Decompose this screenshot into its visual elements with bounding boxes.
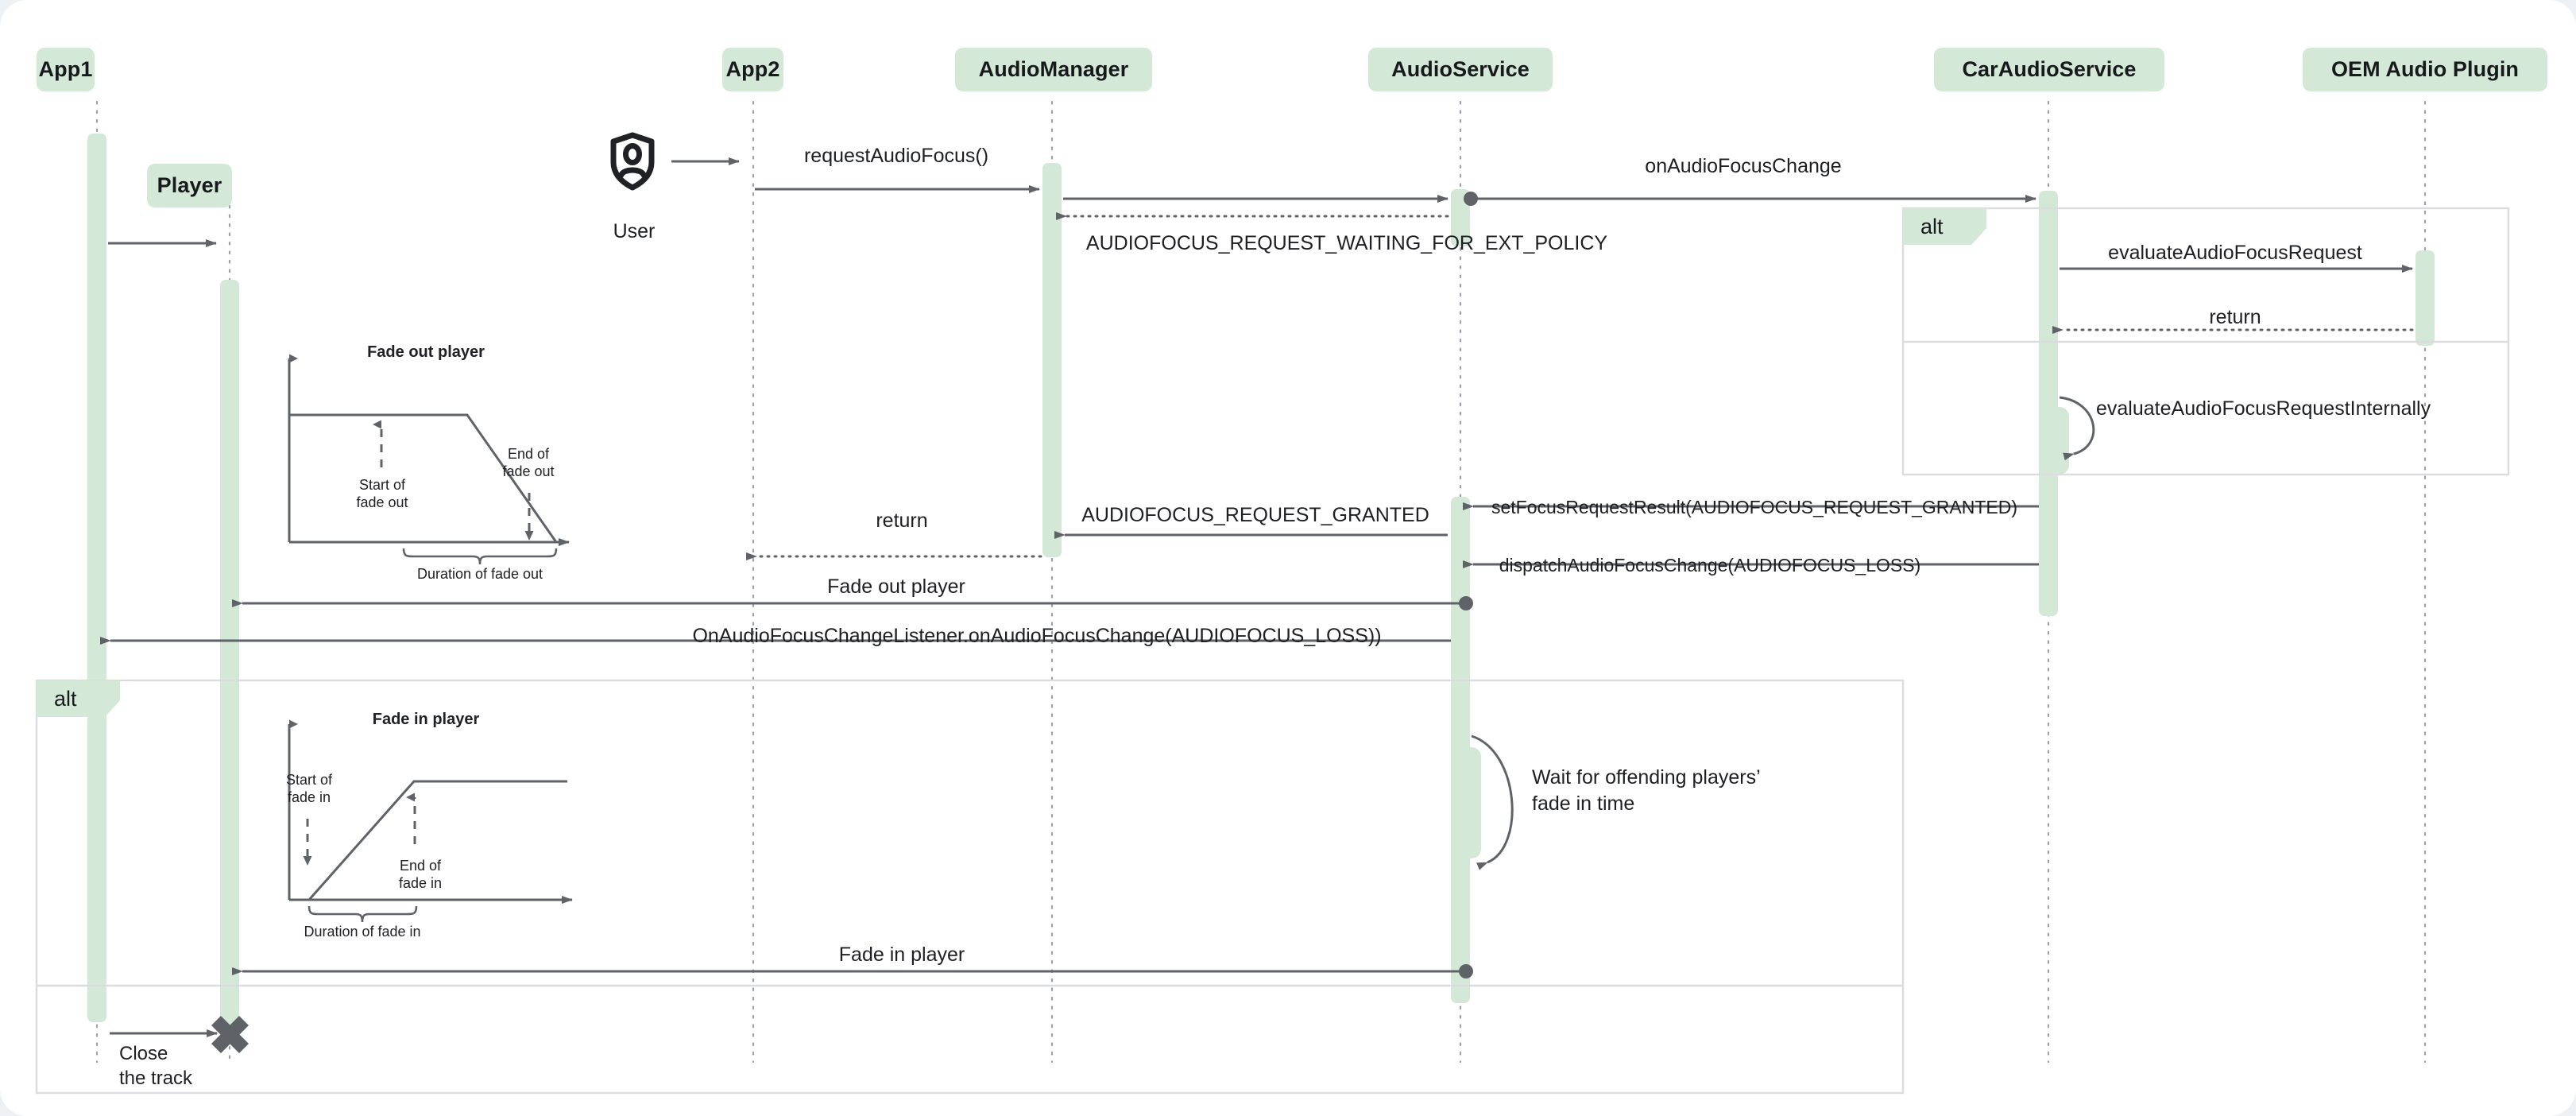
participant-audioservice-label: AudioService	[1391, 57, 1530, 81]
arrow-evaluate-internally-self	[2059, 396, 2095, 461]
note-title-fade-in: Fade in player	[372, 711, 480, 728]
alt-fragment-2-tag: alt	[37, 680, 120, 717]
ball-fade-out-player	[1459, 596, 1473, 610]
activation-caraudioservice-self	[2048, 407, 2069, 475]
activation-player	[220, 280, 239, 1034]
user-actor-label: User	[613, 220, 656, 242]
arrow-wait-fade-in-self	[1471, 734, 1514, 870]
message-label-evaluate-audio-focus-request: evaluateAudioFocusRequest	[2108, 242, 2362, 264]
participant-caraudioservice[interactable]: CarAudioService	[1934, 48, 2164, 91]
message-label-fade-in-player: Fade in player	[838, 944, 965, 966]
participant-player[interactable]: Player	[147, 164, 232, 207]
note-label-start-of-fade-in: Start of fade in	[285, 772, 333, 805]
message-label-on-audio-focus-change: onAudioFocusChange	[1645, 155, 1842, 177]
note-label-duration-of-fade-in: Duration of fade in	[304, 924, 421, 940]
message-label-evaluate-internally: evaluateAudioFocusRequestInternally	[2096, 397, 2431, 420]
fade-out-chart	[288, 354, 570, 565]
participant-oemplugin-label: OEM Audio Plugin	[2330, 57, 2520, 81]
note-label-duration-of-fade-out: Duration of fade out	[416, 566, 543, 582]
participant-caraudioservice-label: CarAudioService	[1962, 57, 2137, 81]
message-label-on-audio-focus-change-listener: OnAudioFocusChangeListener.onAudioFocusC…	[692, 625, 1382, 647]
note-title-fade-out: Fade out player	[367, 343, 485, 361]
fade-in-chart	[288, 719, 573, 923]
participant-app1[interactable]: App1	[37, 48, 95, 91]
alt-fragment-2-frame	[35, 679, 1905, 1095]
message-label-return-to-app2: return	[876, 510, 928, 532]
destroy-x-icon	[211, 1015, 249, 1054]
message-label-request-audio-focus: requestAudioFocus()	[803, 145, 989, 167]
participant-app2[interactable]: App2	[722, 48, 783, 91]
activation-audiomanager	[1042, 163, 1062, 557]
user-shield-icon	[610, 132, 655, 191]
alt-fragment-1-label: alt	[1920, 214, 1944, 238]
message-label-close-the-track: Close the track	[119, 1043, 193, 1090]
activation-app1	[87, 134, 106, 1022]
participant-audiomanager-label: AudioManager	[978, 57, 1129, 81]
participant-player-label: Player	[157, 173, 222, 197]
note-label-end-of-fade-out: End of fade out	[502, 446, 555, 479]
message-label-waiting-for-ext-policy: AUDIOFOCUS_REQUEST_WAITING_FOR_EXT_POLIC…	[1085, 232, 1608, 254]
message-label-set-focus-request-result: setFocusRequestResult(AUDIOFOCUS_REQUEST…	[1491, 497, 2018, 517]
activation-audioservice-self	[1460, 747, 1481, 858]
ball-fade-in-player	[1459, 964, 1473, 978]
note-label-end-of-fade-in: End of fade in	[398, 858, 443, 891]
message-label-fade-out-player: Fade out player	[827, 575, 965, 598]
message-label-dispatch-audio-focus-change: dispatchAudioFocusChange(AUDIOFOCUS_LOSS…	[1499, 555, 1921, 575]
activation-oemplugin	[2415, 250, 2435, 346]
message-label-audiofocus-request-granted: AUDIOFOCUS_REQUEST_GRANTED	[1081, 504, 1429, 526]
message-label-wait-fade-in: Wait for offending players’ fade in time	[1532, 766, 1761, 815]
participant-app1-label: App1	[38, 57, 93, 81]
alt-fragment-1-tag: alt	[1903, 208, 1986, 245]
participant-audioservice[interactable]: AudioService	[1368, 48, 1553, 91]
note-label-start-of-fade-out: Start of fade out	[356, 477, 408, 510]
activation-caraudioservice	[2039, 191, 2058, 616]
activation-audioservice-1	[1451, 189, 1470, 246]
fragment-frames	[35, 207, 2510, 1095]
activation-bars	[87, 134, 2435, 1034]
alt-fragment-2-label: alt	[54, 686, 77, 711]
participant-oemplugin[interactable]: OEM Audio Plugin	[2303, 48, 2547, 91]
message-label-oem-return: return	[2209, 306, 2261, 328]
message-arrows	[100, 157, 2414, 1037]
participant-audiomanager[interactable]: AudioManager	[955, 48, 1152, 91]
participant-app2-label: App2	[725, 57, 780, 81]
activation-audioservice-2	[1451, 497, 1470, 564]
ball-on-audio-focus-change	[1464, 192, 1478, 206]
